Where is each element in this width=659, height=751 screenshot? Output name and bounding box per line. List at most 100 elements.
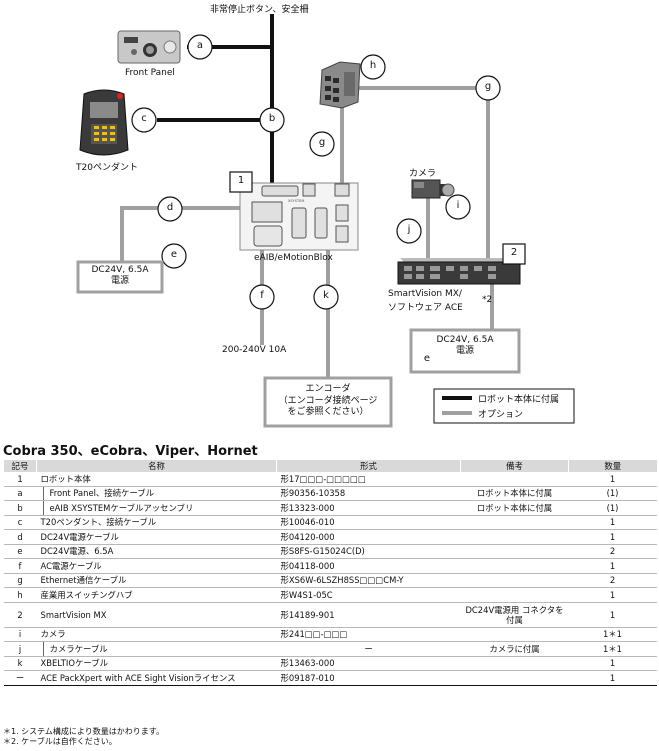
- t20-pendant-device: [79, 89, 129, 156]
- table-row: ー ACE PackXpert with ACE Sight Visionライセ…: [3, 670, 657, 686]
- row-note: DC24V電源用 コネクタを付属: [460, 602, 569, 628]
- row-qty: 1＊1: [568, 641, 657, 657]
- encoder-box-frame: [263, 376, 393, 428]
- cable-d: [120, 206, 270, 262]
- row-code: b: [3, 500, 37, 516]
- callout-2: 2: [510, 247, 518, 258]
- ac-label: 200-240V 10A: [222, 345, 287, 355]
- row-qty: 1: [568, 587, 657, 603]
- row-name: ACE PackXpert with ACE Sight Visionライセンス: [36, 670, 277, 686]
- t20-label: T20ペンダント: [76, 163, 138, 173]
- row-note: カメラに付属: [460, 641, 569, 657]
- row-code: d: [3, 529, 37, 545]
- table-row: k XBELTIOケーブル 形13463-000 1: [3, 656, 657, 671]
- row-model: 形04120-000: [276, 529, 461, 545]
- row-code: e: [3, 544, 37, 559]
- power-box-1-line2: 電源: [110, 276, 129, 286]
- power-box-1-frame: [76, 260, 164, 294]
- power-box-2: DC24V, 6.5A 電源: [413, 335, 517, 357]
- table-row: i カメラ 形241□□-□□□ 1＊1: [3, 627, 657, 642]
- table-row: g Ethernet通信ケーブル 形XS6W-6LSZH8SS□□□CM-Y 2: [3, 573, 657, 588]
- row-note: ロボット本体に付属: [460, 500, 569, 516]
- row-code: a: [3, 486, 37, 501]
- row-code: j: [3, 641, 37, 657]
- power-box-2-line2: 電源: [455, 346, 474, 356]
- row-name: DC24V電源、6.5A: [36, 544, 277, 559]
- row-model: 形90356-10358: [276, 486, 461, 501]
- switching-hub-device: [319, 61, 361, 109]
- row-code: h: [3, 587, 37, 603]
- table-row: a Front Panel、接続ケーブル 形90356-10358 ロボット本体…: [3, 486, 657, 501]
- smartvision-label-1: SmartVision MX/: [388, 289, 462, 299]
- callout-b: b: [268, 113, 276, 124]
- legend-robot-attached: ロボット本体に付属: [478, 395, 560, 405]
- row-model: 形10046-010: [276, 515, 461, 530]
- row-code: 1: [3, 472, 37, 487]
- row-note: [460, 656, 569, 671]
- row-model: 形W4S1-05C: [276, 587, 461, 603]
- header-model: 形式: [276, 460, 461, 472]
- callout-boxes: [229, 171, 526, 265]
- row-note: [460, 587, 569, 603]
- callout-d: d: [166, 202, 174, 213]
- table-row: d DC24V電源ケーブル 形04120-000 1: [3, 529, 657, 545]
- row-name: ロボット本体: [36, 472, 277, 487]
- row-name: SmartVision MX: [36, 602, 277, 628]
- callout-g1: g: [318, 137, 326, 148]
- row-qty: 1: [568, 558, 657, 574]
- smartvision-note: *2: [482, 295, 493, 305]
- estop-label: 非常停止ボタン、安全柵: [210, 5, 309, 15]
- header-name: 名称: [36, 460, 277, 472]
- table-row: f AC電源ケーブル 形04118-000 1: [3, 558, 657, 574]
- row-note: [460, 573, 569, 588]
- header-note: 備考: [460, 460, 569, 472]
- table-row: h 産業用スイッチングハブ 形W4S1-05C 1: [3, 587, 657, 603]
- eaib-device: XSYSTEM: [239, 182, 359, 251]
- encoder-box-line2: （エンコーダ接続ページ: [278, 395, 378, 406]
- legend-frame: [433, 388, 575, 424]
- svg-text:XSYSTEM: XSYSTEM: [288, 199, 304, 203]
- footnote-2: ＊2. ケーブルは自作ください。: [3, 737, 117, 746]
- row-qty: 1: [568, 602, 657, 628]
- row-note: [460, 670, 569, 686]
- row-qty: 1: [568, 656, 657, 671]
- header-qty: 数量: [568, 460, 657, 472]
- front-panel-device: [117, 30, 181, 64]
- parts-table: 記号 名称 形式 備考 数量 1 ロボット本体 形17□□□-□□□□□ 1 a…: [3, 460, 657, 686]
- callout-h: h: [369, 60, 377, 71]
- row-model: 形S8FS-G15024C(D): [276, 544, 461, 559]
- table-title: Cobra 350、eCobra、Viper、Hornet: [3, 444, 258, 459]
- row-qty: 1: [568, 472, 657, 487]
- row-code: k: [3, 656, 37, 671]
- encoder-box-line1: エンコーダ: [305, 384, 351, 394]
- row-model: 形241□□-□□□: [276, 627, 461, 642]
- power-box-1: DC24V, 6.5A 電源: [80, 265, 160, 287]
- row-note: [460, 627, 569, 642]
- row-name: T20ペンダント、接続ケーブル: [36, 515, 277, 530]
- row-model: 形17□□□-□□□□□: [276, 472, 461, 487]
- row-note: [460, 515, 569, 530]
- row-model: 形04118-000: [276, 558, 461, 574]
- callout-i: i: [456, 200, 460, 211]
- system-diagram: XSYSTEM: [76, 14, 575, 428]
- row-name: eAIB XSYSTEMケーブルアッセンブリ: [36, 500, 277, 516]
- smartvision-device: [397, 258, 521, 285]
- footnotes: ＊1. システム構成により数量はかわります。 ＊2. ケーブルは自作ください。: [3, 727, 164, 747]
- row-code: f: [3, 558, 37, 574]
- legend-option: オプション: [478, 410, 524, 420]
- callout-e1: e: [170, 249, 178, 260]
- row-code: g: [3, 573, 37, 588]
- row-model: 形14189-901: [276, 602, 461, 628]
- callout-g2: g: [484, 81, 492, 92]
- callout-j: j: [407, 224, 411, 235]
- row-note: [460, 544, 569, 559]
- header-code: 記号: [3, 460, 37, 472]
- camera-label: カメラ: [409, 169, 437, 179]
- encoder-box: エンコーダ （エンコーダ接続ページ をご参照ください）: [267, 384, 389, 419]
- row-qty: (1): [568, 486, 657, 501]
- row-name: カメラ: [36, 627, 277, 642]
- row-qty: 1: [568, 529, 657, 545]
- table-row: 2 SmartVision MX 形14189-901 DC24V電源用 コネク…: [3, 602, 657, 628]
- eaib-label: eAIB/eMotionBlox: [254, 253, 333, 263]
- table-row: b eAIB XSYSTEMケーブルアッセンブリ 形13323-000 ロボット…: [3, 500, 657, 516]
